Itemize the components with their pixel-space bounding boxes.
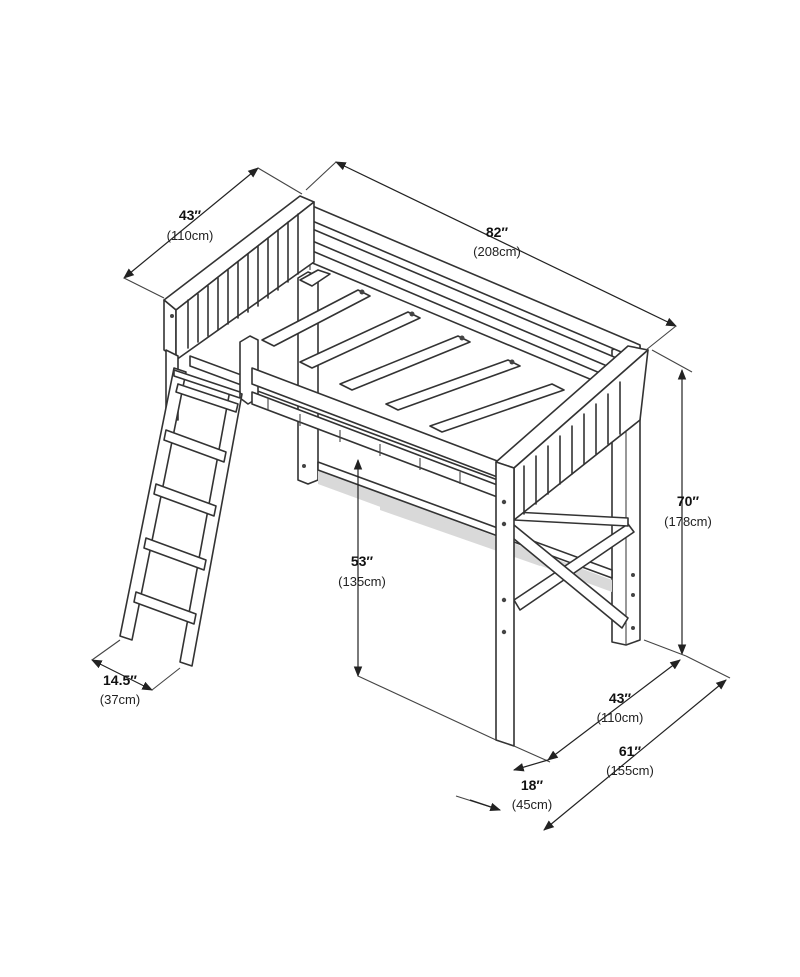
- back-left-post: [297, 271, 319, 485]
- head-width-imperial: 43″: [179, 207, 202, 223]
- dimension-labels: 43″ (110cm) 82″ (208cm) 70″ (178cm) 53″ …: [100, 207, 712, 812]
- ladder-width-imperial: 14.5″: [103, 672, 137, 688]
- ladder: [119, 367, 243, 667]
- foot-width-metric: (110cm): [597, 710, 644, 725]
- ladder-offset-metric: (45cm): [512, 797, 552, 812]
- ladder-offset-imperial: 18″: [521, 777, 544, 793]
- height-imperial: 70″: [677, 493, 700, 509]
- total-depth-imperial: 61″: [619, 743, 642, 759]
- front-right-post: [495, 461, 515, 747]
- front-guard-rail: [239, 335, 501, 499]
- clearance-metric: (135cm): [338, 574, 386, 589]
- dimension-lines: [91, 161, 731, 831]
- foot-width-imperial: 43″: [609, 690, 632, 706]
- clearance-imperial: 53″: [351, 553, 374, 569]
- loft-bed-illustration: [119, 195, 649, 747]
- length-imperial: 82″: [486, 224, 509, 240]
- height-metric: (178cm): [664, 514, 712, 529]
- length-metric: (208cm): [473, 244, 521, 259]
- ladder-width-metric: (37cm): [100, 692, 140, 707]
- back-side-panel: [309, 204, 641, 401]
- total-depth-metric: (155cm): [606, 763, 654, 778]
- head-width-metric: (110cm): [167, 228, 214, 243]
